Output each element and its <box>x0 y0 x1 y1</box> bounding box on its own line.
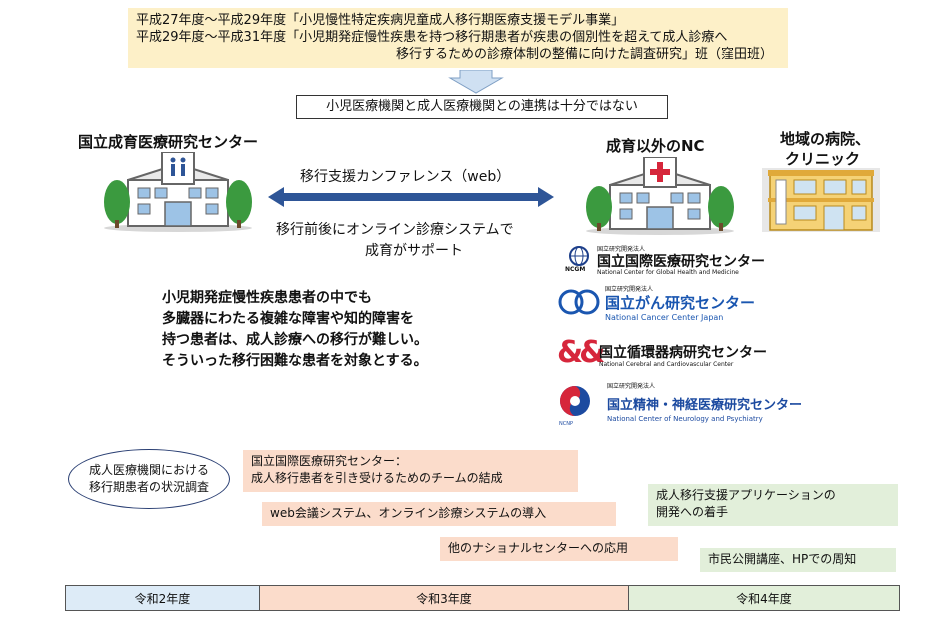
research-line-1: 平成27年度～平成29年度「小児慢性特定疾病児童成人移行期医療支援モデル事業」 <box>136 12 780 29</box>
right-hospital-title: 成育以外のNC <box>606 135 705 156</box>
research-summary-box: 平成27年度～平成29年度「小児慢性特定疾病児童成人移行期医療支援モデル事業」 … <box>128 8 788 68</box>
ncnp-mark: NCNP <box>559 421 573 427</box>
target-line-2: 多臓器にわたる複雑な障害や知的障害を <box>162 309 428 330</box>
survey-ellipse: 成人医療機関における 移行期患者の状況調査 <box>68 449 230 509</box>
research-line-2: 平成29年度～平成31年度「小児期発症慢性疾患を持つ移行期患者が疾患の個別性を超… <box>136 29 780 46</box>
ncc-rings-icon <box>557 288 601 316</box>
research-line-3: 移行するための診療体制の整備に向けた調査研究」班（窪田班） <box>136 46 780 63</box>
ncnp-en: National Center of Neurology and Psychia… <box>607 415 763 423</box>
target-line-1: 小児期発症慢性疾患患者の中でも <box>162 288 428 309</box>
online-support-line-2: 成育がサポート <box>365 241 463 262</box>
target-description: 小児期発症慢性疾患患者の中でも 多臓器にわたる複雑な障害や知的障害を 持つ患者は… <box>162 288 428 372</box>
ncgm-team-line-2: 成人移行患者を引き受けるためのチームの結成 <box>251 470 570 487</box>
app-line-1: 成人移行支援アプリケーションの <box>656 487 890 504</box>
web-system-box: web会議システム、オンライン診療システムの導入 <box>262 502 616 526</box>
ncgm-jp: 国立国際医療研究センター <box>597 251 765 271</box>
other-nc-box: 他のナショナルセンターへの応用 <box>440 537 678 561</box>
ncgm-mark: NCGM <box>565 266 585 273</box>
timeline-r2: 令和2年度 <box>66 586 260 610</box>
coordination-status-box: 小児医療機関と成人医療機関との連携は十分ではない <box>296 95 668 119</box>
local-clinic-title-2: クリニック <box>785 148 860 169</box>
ncgm-team-line-1: 国立国際医療研究センター： <box>251 453 570 470</box>
ncnp-jp: 国立精神・神経医療研究センター <box>607 394 802 413</box>
ncvc-en: National Cerebral and Cardiovascular Cen… <box>599 361 733 368</box>
app-line-2: 開発への着手 <box>656 504 890 521</box>
target-line-4: そういった移行困難な患者を対象とする。 <box>162 351 428 372</box>
ncc-jp: 国立がん研究センター <box>605 292 755 313</box>
double-arrow-icon <box>268 187 554 207</box>
timeline-r4: 令和4年度 <box>629 586 899 610</box>
public-outreach-box: 市民公開講座、HPでの周知 <box>700 548 896 572</box>
ncgm-team-box: 国立国際医療研究センター： 成人移行患者を引き受けるためのチームの結成 <box>243 450 578 492</box>
hospital-icon <box>103 152 253 232</box>
clinic-icon <box>762 168 880 232</box>
left-hospital-title: 国立成育医療研究センター <box>78 131 258 152</box>
hospital-cross-icon <box>585 157 735 235</box>
survey-line-1: 成人医療機関における <box>89 462 209 479</box>
target-line-3: 持つ患者は、成人診療への移行が難しい。 <box>162 330 428 351</box>
timeline-r3: 令和3年度 <box>260 586 629 610</box>
timeline-bar: 令和2年度 令和3年度 令和4年度 <box>65 585 900 611</box>
local-clinic-title-1: 地域の病院、 <box>780 128 870 149</box>
ncc-en: National Cancer Center Japan <box>605 313 723 322</box>
app-development-box: 成人移行支援アプリケーションの 開発への着手 <box>648 484 898 526</box>
online-support-line-1: 移行前後にオンライン診療システムで <box>276 220 514 241</box>
ncvc-mark-icon: && <box>557 335 601 370</box>
ncnp-small: 国立研究開発法人 <box>607 381 655 390</box>
conference-label: 移行支援カンファレンス（web） <box>300 166 510 186</box>
ncgm-en: National Center for Global Health and Me… <box>597 269 739 276</box>
survey-line-2: 移行期患者の状況調査 <box>89 479 209 496</box>
ncvc-jp: 国立循環器病研究センター <box>599 342 767 362</box>
down-arrow-icon <box>446 70 506 94</box>
